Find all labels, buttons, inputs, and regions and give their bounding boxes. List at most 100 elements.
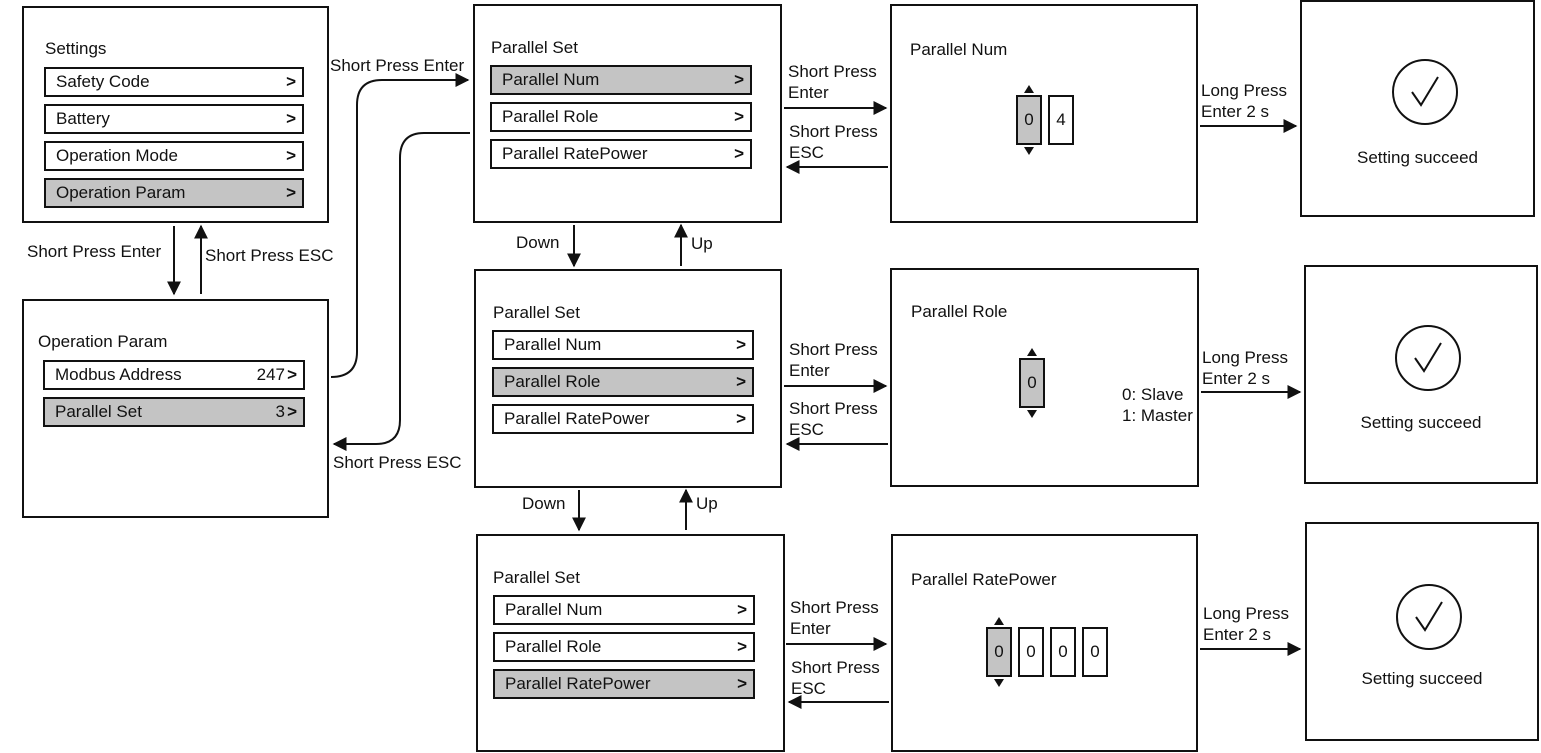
parallel-set-screen-role: Parallel Set Parallel Num > Parallel Rol… <box>474 269 782 488</box>
screen-title: Parallel Num <box>910 40 1008 59</box>
screen-title: Parallel Set <box>491 38 578 57</box>
menu-item-value: 247 <box>256 365 285 384</box>
menu-item-label: Parallel RatePower <box>505 674 651 693</box>
option-slave: 0: Slave <box>1122 385 1184 404</box>
digit-field[interactable]: 4 <box>1048 95 1074 145</box>
chevron-right-icon: > <box>287 365 297 384</box>
success-screen-role: Setting succeed <box>1304 265 1538 484</box>
menu-item-parallel-role[interactable]: Parallel Role > <box>493 632 755 662</box>
label-short-press-esc: Short Press ESC <box>205 246 334 265</box>
digit-field[interactable]: 0 <box>1016 95 1042 145</box>
chevron-right-icon: > <box>286 72 296 91</box>
arrow-parallel-set-to-param <box>332 132 470 451</box>
chevron-right-icon: > <box>736 409 746 428</box>
menu-item-parallel-num[interactable]: Parallel Num > <box>490 65 752 95</box>
menu-item-label: Parallel Role <box>504 372 601 391</box>
arrow-down-icon[interactable] <box>1024 147 1034 155</box>
menu-item-parallel-ratepower[interactable]: Parallel RatePower > <box>492 404 754 434</box>
success-message: Setting succeed <box>1361 669 1483 688</box>
arrow-down-icon[interactable] <box>1027 410 1037 418</box>
menu-item-label: Parallel Num <box>505 600 603 619</box>
menu-item-label: Parallel Num <box>502 70 600 89</box>
parallel-set-screen-num: Parallel Set Parallel Num > Parallel Rol… <box>473 4 782 223</box>
screen-title: Parallel Set <box>493 568 580 587</box>
label-short-press: Short Press <box>788 62 877 81</box>
digit-field[interactable]: 0 <box>1082 627 1108 677</box>
menu-item-parallel-set[interactable]: Parallel Set 3 > <box>43 397 305 427</box>
label-enter: Enter <box>790 619 831 638</box>
chevron-right-icon: > <box>737 637 747 656</box>
menu-item-modbus-address[interactable]: Modbus Address 247 > <box>43 360 305 390</box>
label-esc: ESC <box>791 679 826 698</box>
label-enter-2s: Enter 2 s <box>1201 102 1270 121</box>
menu-item-label: Operation Param <box>56 183 186 202</box>
menu-item-battery[interactable]: Battery > <box>44 104 304 134</box>
label-enter-2s: Enter 2 s <box>1202 369 1271 388</box>
arrow-up-icon[interactable] <box>994 617 1004 625</box>
checkmark-icon <box>1395 325 1461 391</box>
menu-item-parallel-num[interactable]: Parallel Num > <box>492 330 754 360</box>
label-short-press: Short Press <box>791 658 880 677</box>
label-short-press-enter: Short Press Enter <box>330 56 465 75</box>
chevron-right-icon: > <box>734 70 744 89</box>
label-long-press: Long Press <box>1202 348 1288 367</box>
menu-item-operation-mode[interactable]: Operation Mode > <box>44 141 304 171</box>
screen-title: Settings <box>45 39 107 58</box>
label-long-press: Long Press <box>1201 81 1287 100</box>
chevron-right-icon: > <box>737 674 747 693</box>
menu-item-label: Parallel Set <box>55 402 142 421</box>
menu-item-parallel-ratepower[interactable]: Parallel RatePower > <box>490 139 752 169</box>
chevron-right-icon: > <box>287 402 297 421</box>
menu-item-label: Parallel Role <box>502 107 599 126</box>
operation-param-screen: Operation Param Modbus Address 247 > Par… <box>22 299 329 518</box>
parallel-role-edit-screen: Parallel Role 0 0: Slave 1: Master <box>890 268 1199 487</box>
screen-title: Parallel RatePower <box>911 570 1057 589</box>
label-down: Down <box>522 494 566 513</box>
digit-field[interactable]: 0 <box>1019 358 1045 408</box>
arrow-up-icon[interactable] <box>1024 85 1034 93</box>
menu-item-operation-param[interactable]: Operation Param > <box>44 178 304 208</box>
chevron-right-icon: > <box>286 109 296 128</box>
chevron-right-icon: > <box>734 144 744 163</box>
label-up: Up <box>691 234 713 253</box>
checkmark-icon <box>1392 59 1458 125</box>
chevron-right-icon: > <box>734 107 744 126</box>
label-short-press-enter: Short Press Enter <box>27 242 162 261</box>
menu-item-label: Battery <box>56 109 110 128</box>
label-short-press-esc: Short Press ESC <box>333 453 462 472</box>
success-message: Setting succeed <box>1360 413 1482 432</box>
label-enter: Enter <box>789 361 830 380</box>
arrow-up-icon[interactable] <box>1027 348 1037 356</box>
menu-item-label: Modbus Address <box>55 365 182 384</box>
success-screen-ratepower: Setting succeed <box>1305 522 1539 741</box>
chevron-right-icon: > <box>736 372 746 391</box>
label-long-press: Long Press <box>1203 604 1289 623</box>
option-master: 1: Master <box>1122 406 1193 425</box>
menu-item-label: Parallel RatePower <box>504 409 650 428</box>
label-short-press: Short Press <box>789 399 878 418</box>
chevron-right-icon: > <box>286 146 296 165</box>
menu-item-label: Parallel RatePower <box>502 144 648 163</box>
arrow-down-icon[interactable] <box>994 679 1004 687</box>
success-screen-num: Setting succeed <box>1300 0 1535 217</box>
label-esc: ESC <box>789 143 824 162</box>
screen-title: Parallel Role <box>911 302 1008 321</box>
menu-item-parallel-num[interactable]: Parallel Num > <box>493 595 755 625</box>
label-up: Up <box>696 494 718 513</box>
chevron-right-icon: > <box>286 183 296 202</box>
label-short-press: Short Press <box>790 598 879 617</box>
label-down: Down <box>516 233 560 252</box>
menu-item-label: Parallel Role <box>505 637 602 656</box>
chevron-right-icon: > <box>737 600 747 619</box>
screen-title: Parallel Set <box>493 303 580 322</box>
menu-item-parallel-ratepower[interactable]: Parallel RatePower > <box>493 669 755 699</box>
menu-item-parallel-role[interactable]: Parallel Role > <box>490 102 752 132</box>
digit-field[interactable]: 0 <box>1018 627 1044 677</box>
menu-item-parallel-role[interactable]: Parallel Role > <box>492 367 754 397</box>
parallel-num-edit-screen: Parallel Num 0 4 <box>890 4 1198 223</box>
digit-field[interactable]: 0 <box>1050 627 1076 677</box>
menu-item-label: Parallel Num <box>504 335 602 354</box>
digit-field[interactable]: 0 <box>986 627 1012 677</box>
menu-item-safety-code[interactable]: Safety Code > <box>44 67 304 97</box>
parallel-set-screen-ratepower: Parallel Set Parallel Num > Parallel Rol… <box>476 534 785 752</box>
